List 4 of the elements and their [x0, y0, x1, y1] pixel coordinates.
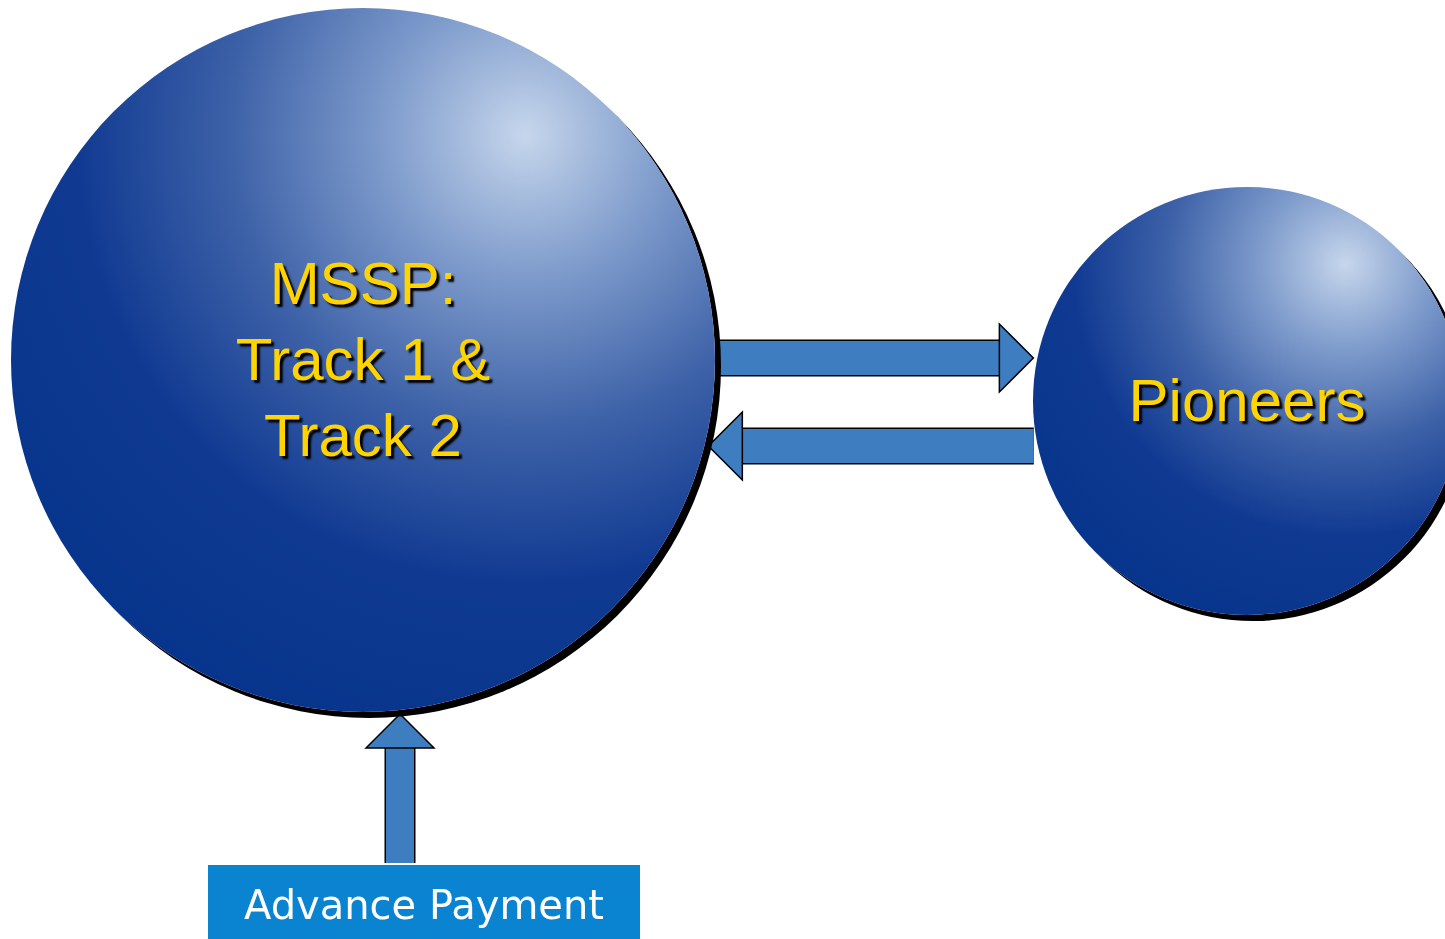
- label-box: [208, 865, 640, 939]
- node-label: Pioneers: [1128, 365, 1366, 436]
- node-label: Advance Payment: [244, 882, 604, 928]
- node-label: MSSP: Track 1 & Track 2: [234, 248, 492, 472]
